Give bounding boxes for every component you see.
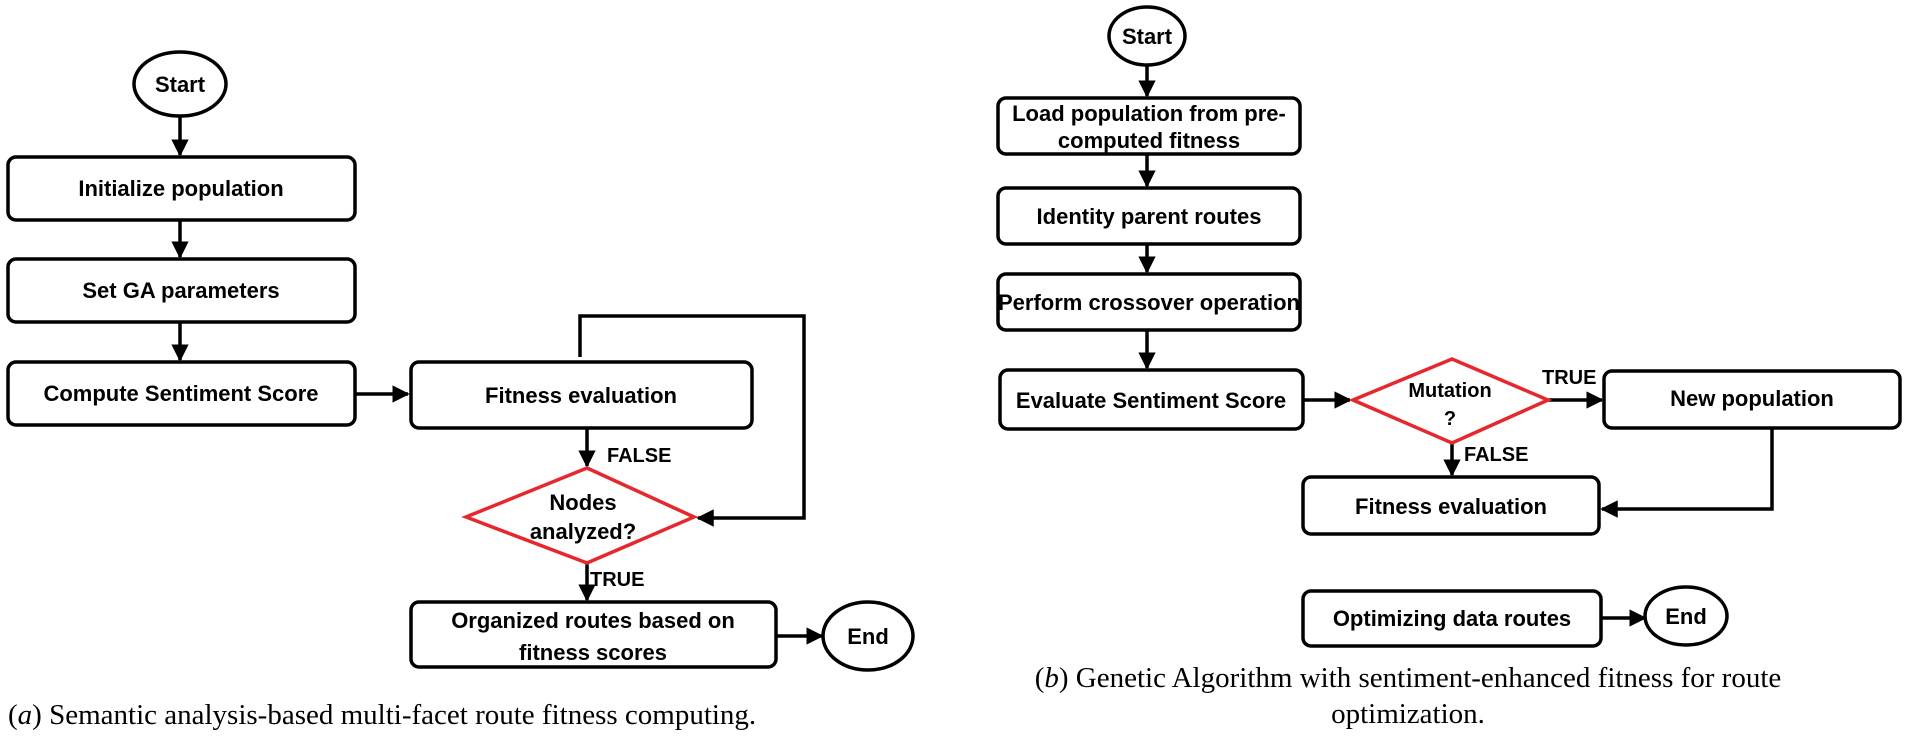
mutation-label-1: Mutation — [1408, 380, 1491, 402]
panel-b: Start Load population from pre- computed… — [996, 5, 1902, 730]
nodes-analyzed-label-2: analyzed? — [530, 519, 636, 544]
fitness-evaluation-box-b — [1301, 475, 1601, 536]
caption-a-letter: a — [18, 699, 33, 731]
caption-b-text-1: Genetic Algorithm with sentiment-enhance… — [1076, 662, 1781, 694]
perform-crossover-box — [996, 272, 1302, 332]
organized-routes-label-2: fitness scores — [519, 640, 667, 665]
start-node-b — [1107, 5, 1187, 67]
edge-fitness-loop — [578, 314, 806, 527]
caption-a-text: Semantic analysis-based multi-facet rout… — [49, 699, 756, 731]
start-label: Start — [155, 72, 206, 97]
fitness-evaluation-label: Fitness evaluation — [485, 383, 677, 408]
end-node-b — [1643, 585, 1729, 647]
mutation-label-2: ? — [1444, 408, 1456, 430]
end-label-a: End — [847, 624, 889, 649]
nodes-analyzed-decision — [461, 466, 699, 565]
identity-parent-routes-label: Identity parent routes — [1037, 204, 1262, 229]
panel-a: Start Initialize population Set GA param… — [6, 50, 915, 731]
nodes-analyzed-label-1: Nodes — [549, 490, 616, 515]
caption-b-letter: b — [1044, 662, 1059, 694]
start-label-b: Start — [1122, 24, 1173, 49]
compute-sentiment-score-box — [6, 360, 357, 427]
start-node — [132, 50, 228, 118]
edge-b-newpop-to-fitness — [1600, 428, 1774, 518]
caption-b-line-1: (b) Genetic Algorithm with sentiment-enh… — [1035, 662, 1782, 694]
end-node-a — [821, 600, 915, 672]
fitness-evaluation-label-b: Fitness evaluation — [1355, 494, 1547, 519]
initialize-population-label: Initialize population — [78, 176, 283, 201]
load-population-label-1: Load population from pre- — [1012, 101, 1286, 126]
organized-routes-label-1: Organized routes based on — [451, 608, 735, 633]
fitness-evaluation-box — [409, 360, 754, 430]
new-population-label: New population — [1670, 386, 1834, 411]
compute-sentiment-score-label: Compute Sentiment Score — [43, 381, 318, 406]
organized-routes-box — [409, 600, 778, 669]
false-label-a: FALSE — [607, 445, 671, 467]
false-label-b: FALSE — [1464, 444, 1528, 466]
caption-b-line-2: optimization. — [1331, 698, 1485, 730]
optimizing-data-routes-label: Optimizing data routes — [1333, 606, 1571, 631]
set-ga-parameters-label: Set GA parameters — [82, 278, 279, 303]
caption-a: (a) Semantic analysis-based multi-facet … — [8, 699, 756, 731]
end-label-b: End — [1665, 604, 1707, 629]
load-population-box — [996, 96, 1302, 156]
load-population-label-2: computed fitness — [1058, 128, 1240, 153]
mutation-decision — [1348, 357, 1553, 445]
identity-parent-routes-box — [996, 186, 1302, 246]
evaluate-sentiment-score-label: Evaluate Sentiment Score — [1016, 388, 1286, 413]
evaluate-sentiment-score-box — [998, 368, 1305, 431]
true-label-a: TRUE — [590, 569, 644, 591]
true-label-b: TRUE — [1542, 367, 1596, 389]
initialize-population-box — [6, 155, 357, 222]
perform-crossover-label: Perform crossover operation — [998, 290, 1300, 315]
optimizing-data-routes-box — [1301, 589, 1603, 648]
set-ga-parameters-box — [6, 257, 357, 324]
new-population-box — [1602, 369, 1902, 430]
